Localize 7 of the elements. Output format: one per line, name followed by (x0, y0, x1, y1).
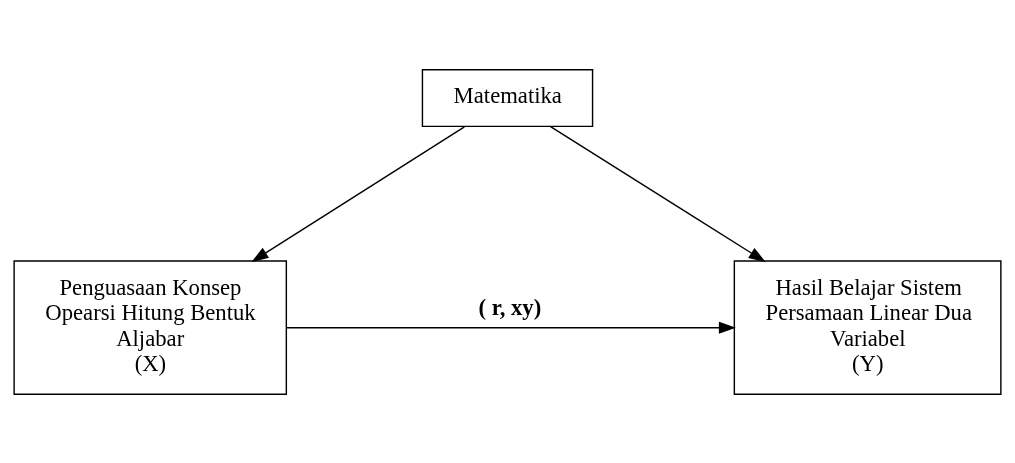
node-box: Hasil Belajar Sistem Persamaan Linear Dua Variabel (Y) (733, 259, 1002, 395)
arrow (251, 125, 466, 262)
arrow (285, 321, 736, 334)
node-box: Matematika (421, 68, 594, 127)
edge-label: ( r, xy) (478, 294, 542, 320)
arrow (549, 125, 766, 262)
node-box: Penguasaan Konsep Opearsi Hitung Bentuk Aljabar (X) (13, 259, 288, 395)
